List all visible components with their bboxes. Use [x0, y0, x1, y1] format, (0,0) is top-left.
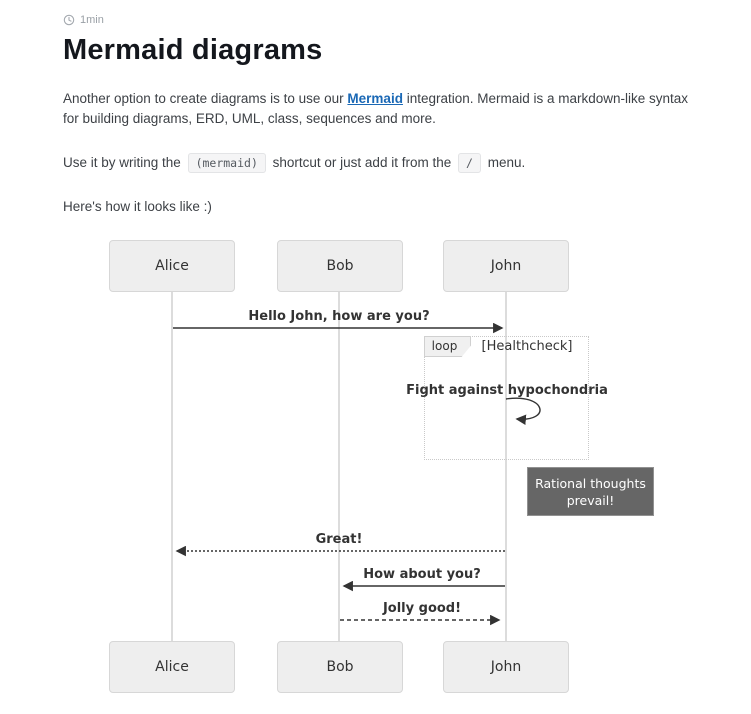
- message-label-great: Great!: [315, 532, 363, 547]
- actor-top-alice: Alice: [109, 240, 235, 292]
- actor-bottom-alice: Alice: [109, 641, 235, 693]
- intro-text-before: Another option to create diagrams is to …: [63, 91, 348, 106]
- read-time-label: 1min: [80, 14, 104, 26]
- actor-label: John: [490, 659, 522, 675]
- slash-menu-chip: /: [458, 153, 481, 173]
- mermaid-sequence-diagram: Alice Bob John Hello John, how are you? …: [0, 233, 751, 703]
- usage-text-after: menu.: [487, 155, 526, 170]
- note-rational-thoughts: Rational thoughts prevail!: [527, 467, 654, 516]
- message-label-jolly-good: Jolly good!: [382, 601, 462, 616]
- mermaid-link[interactable]: Mermaid: [347, 91, 403, 106]
- actor-label: Alice: [155, 258, 189, 274]
- actor-top-bob: Bob: [277, 240, 403, 292]
- loop-condition: [Healthcheck]: [481, 339, 573, 354]
- message-label-hello: Hello John, how are you?: [248, 309, 430, 324]
- actor-bottom-john: John: [443, 641, 569, 693]
- intro-paragraph: Another option to create diagrams is to …: [63, 89, 691, 129]
- actor-label: Bob: [326, 659, 354, 675]
- actor-label: Bob: [326, 258, 354, 274]
- mermaid-shortcut-chip: (mermaid): [187, 153, 266, 173]
- read-time: 1min: [63, 14, 691, 26]
- clock-icon: [63, 14, 75, 26]
- note-line-2: prevail!: [566, 492, 615, 508]
- actor-label: Alice: [155, 659, 189, 675]
- usage-text-before: Use it by writing the: [63, 155, 181, 170]
- note-line-1: Rational thoughts: [535, 475, 646, 491]
- loop-frame: [424, 336, 589, 460]
- message-arrows: [173, 322, 541, 626]
- actor-label: John: [490, 258, 522, 274]
- usage-text-between: shortcut or just add it from the: [272, 155, 452, 170]
- usage-paragraph: Use it by writing the (mermaid) shortcut…: [63, 153, 691, 173]
- actor-bottom-bob: Bob: [277, 641, 403, 693]
- lifeline-alice: [171, 292, 173, 641]
- lifeline-bob: [338, 292, 340, 641]
- message-label-how-about-you: How about you?: [363, 567, 481, 582]
- lifeline-john: [505, 292, 507, 641]
- actor-top-john: John: [443, 240, 569, 292]
- preview-caption: Here's how it looks like :): [63, 199, 212, 214]
- document-page: 1min Mermaid diagrams Another option to …: [0, 0, 751, 217]
- message-label-fight: Fight against hypochondria: [406, 383, 608, 398]
- page-title: Mermaid diagrams: [63, 34, 323, 66]
- intro-text-after: integration. Mermaid is a markdown-like …: [63, 91, 689, 126]
- loop-tag: loop: [424, 336, 471, 357]
